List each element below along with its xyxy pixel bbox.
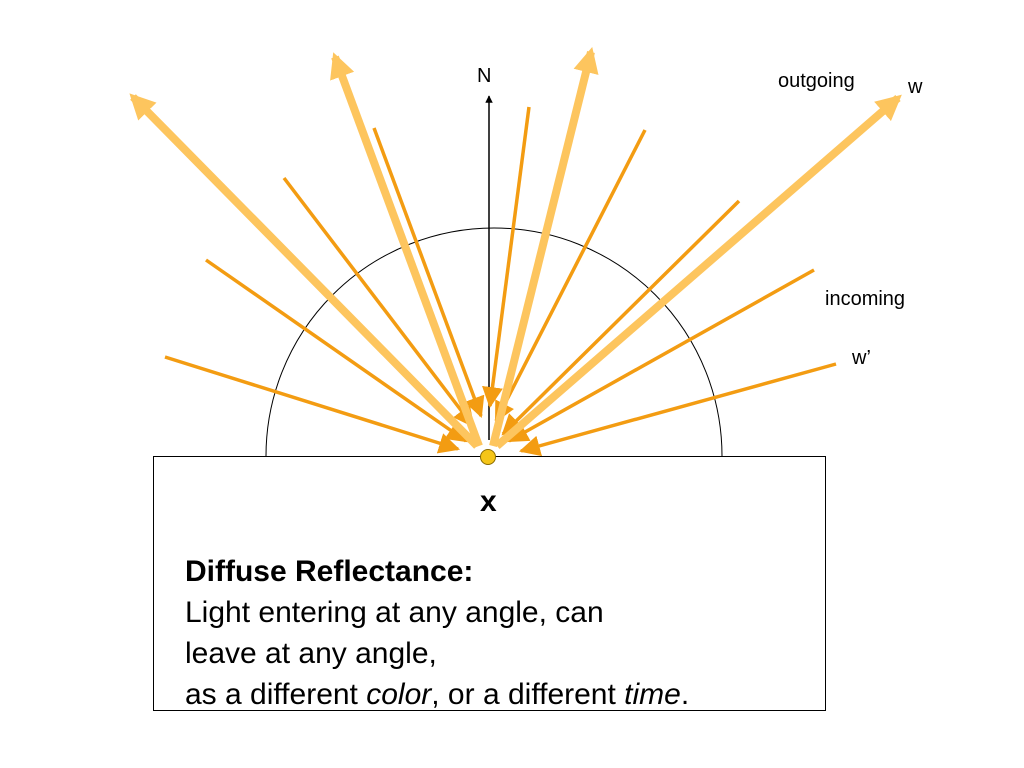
surface-box: x Diffuse Reflectance: Light entering at…	[153, 456, 826, 711]
incoming-ray	[164, 355, 461, 454]
outgoing-ray	[330, 52, 483, 448]
description-line-2: leave at any angle,	[185, 637, 437, 670]
incoming-ray	[372, 127, 485, 418]
surface-point-label: x	[480, 485, 497, 518]
incoming-ray	[494, 129, 647, 423]
incoming-ray	[518, 362, 837, 457]
incoming-direction-label: w’	[852, 347, 871, 369]
outgoing-ray	[129, 93, 480, 449]
description-text: as a different	[185, 678, 367, 711]
incoming-label: incoming	[825, 288, 906, 310]
outgoing-ray	[489, 47, 599, 447]
description-text: , or a different	[431, 678, 625, 711]
incoming-ray	[205, 258, 468, 443]
description-line-1: Light entering at any angle, can	[185, 596, 604, 629]
outgoing-direction-label: w	[908, 76, 923, 98]
incoming-ray	[482, 106, 531, 409]
description-title: Diffuse Reflectance:	[185, 555, 474, 588]
hemisphere-arc	[265, 227, 723, 457]
outgoing-label: outgoing	[778, 70, 855, 92]
outgoing-rays	[129, 47, 902, 450]
incoming-rays	[164, 106, 837, 457]
outgoing-ray	[494, 94, 902, 450]
incoming-ray	[282, 176, 475, 428]
description-emphasis-color: color	[366, 678, 432, 711]
description-text: .	[680, 678, 690, 711]
description-line-3: as a different color, or a different tim…	[185, 674, 689, 715]
incoming-ray	[507, 268, 815, 443]
incoming-ray	[501, 199, 741, 436]
description-emphasis-time: time	[624, 678, 681, 711]
surface-point-marker	[480, 449, 496, 465]
description: Diffuse Reflectance: Light entering at a…	[185, 551, 689, 715]
normal-label: N	[477, 65, 492, 87]
